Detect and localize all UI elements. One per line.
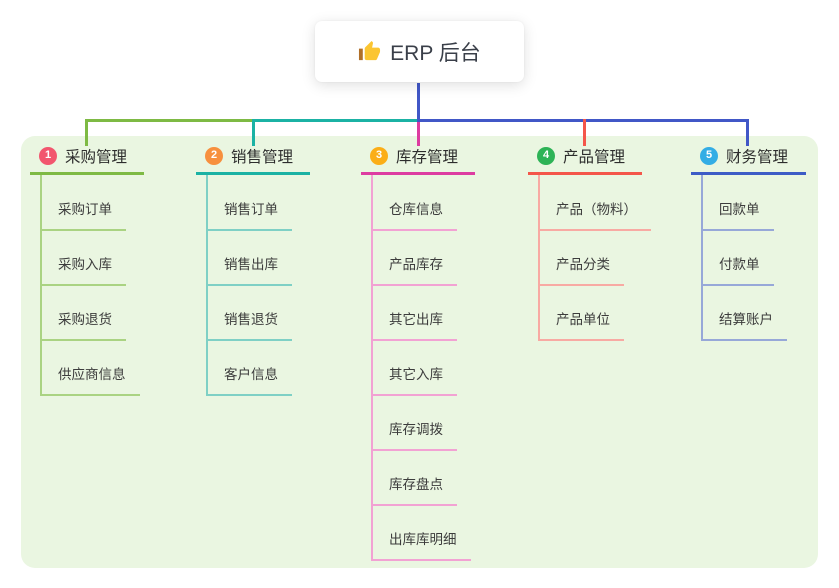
child-node[interactable]: 客户信息 [206, 364, 292, 396]
child-node[interactable]: 其它入库 [371, 364, 457, 396]
child-node[interactable]: 销售退货 [206, 309, 292, 341]
branch-title[interactable]: 3 库存管理 [361, 146, 475, 175]
child-node[interactable]: 供应商信息 [40, 364, 140, 396]
branch-label: 库存管理 [396, 148, 459, 166]
branch-connector-line [701, 175, 703, 341]
child-node[interactable]: 仓库信息 [371, 199, 457, 231]
bus-connector-teal [253, 119, 418, 122]
branch-title[interactable]: 5 财务管理 [691, 146, 806, 175]
root-stem-connector [417, 83, 420, 122]
child-node[interactable]: 采购入库 [40, 254, 126, 286]
child-node[interactable]: 销售订单 [206, 199, 292, 231]
branch-title[interactable]: 2 销售管理 [196, 146, 310, 175]
branch: 3 库存管理 仓库信息产品库存其它出库其它入库库存调拨库存盘点出库库明细 [361, 146, 475, 561]
branch-connector-line [538, 175, 540, 341]
child-node[interactable]: 付款单 [701, 254, 774, 286]
child-node[interactable]: 结算账户 [701, 309, 787, 341]
branch-label: 产品管理 [563, 148, 626, 166]
branch-title[interactable]: 1 采购管理 [30, 146, 144, 175]
child-node[interactable]: 销售出库 [206, 254, 292, 286]
child-node[interactable]: 产品（物料） [538, 199, 651, 231]
child-node[interactable]: 产品分类 [538, 254, 624, 286]
branch-number-badge: 1 [39, 146, 57, 165]
drop-connector-purchase [85, 119, 88, 146]
branch-number-badge: 4 [537, 146, 555, 165]
drop-connector-finance [746, 119, 749, 146]
branch: 1 采购管理 采购订单采购入库采购退货供应商信息 [30, 146, 144, 396]
root-label: ERP 后台 [390, 41, 481, 65]
child-node[interactable]: 库存盘点 [371, 474, 457, 506]
branch-title[interactable]: 4 产品管理 [528, 146, 642, 175]
branch-label: 财务管理 [726, 148, 789, 166]
branch-connector-line [371, 175, 373, 561]
root-node[interactable]: ERP 后台 [315, 21, 524, 82]
branch: 5 财务管理 回款单付款单结算账户 [691, 146, 806, 341]
drop-connector-inventory [417, 122, 420, 146]
bus-connector-green [86, 119, 254, 122]
thumbs-up-icon [359, 40, 381, 61]
branch-label: 采购管理 [65, 148, 128, 166]
branch-number-badge: 3 [370, 146, 388, 165]
drop-connector-sales [252, 119, 255, 146]
child-node[interactable]: 产品库存 [371, 254, 457, 286]
child-node[interactable]: 产品单位 [538, 309, 624, 341]
branch: 4 产品管理 产品（物料） 产品分类产品单位 [528, 146, 651, 341]
branch-number-badge: 2 [205, 146, 223, 165]
child-node[interactable]: 其它出库 [371, 309, 457, 341]
branches-background-panel [21, 136, 818, 568]
drop-connector-product [583, 119, 586, 146]
child-node[interactable]: 采购退货 [40, 309, 126, 341]
branch-label: 销售管理 [231, 148, 294, 166]
child-node[interactable]: 回款单 [701, 199, 774, 231]
child-node[interactable]: 库存调拨 [371, 419, 457, 451]
branch-number-badge: 5 [700, 146, 718, 165]
child-node[interactable]: 出库库明细 [371, 529, 471, 561]
child-node[interactable]: 采购订单 [40, 199, 126, 231]
branch: 2 销售管理 销售订单销售出库销售退货客户信息 [196, 146, 310, 396]
